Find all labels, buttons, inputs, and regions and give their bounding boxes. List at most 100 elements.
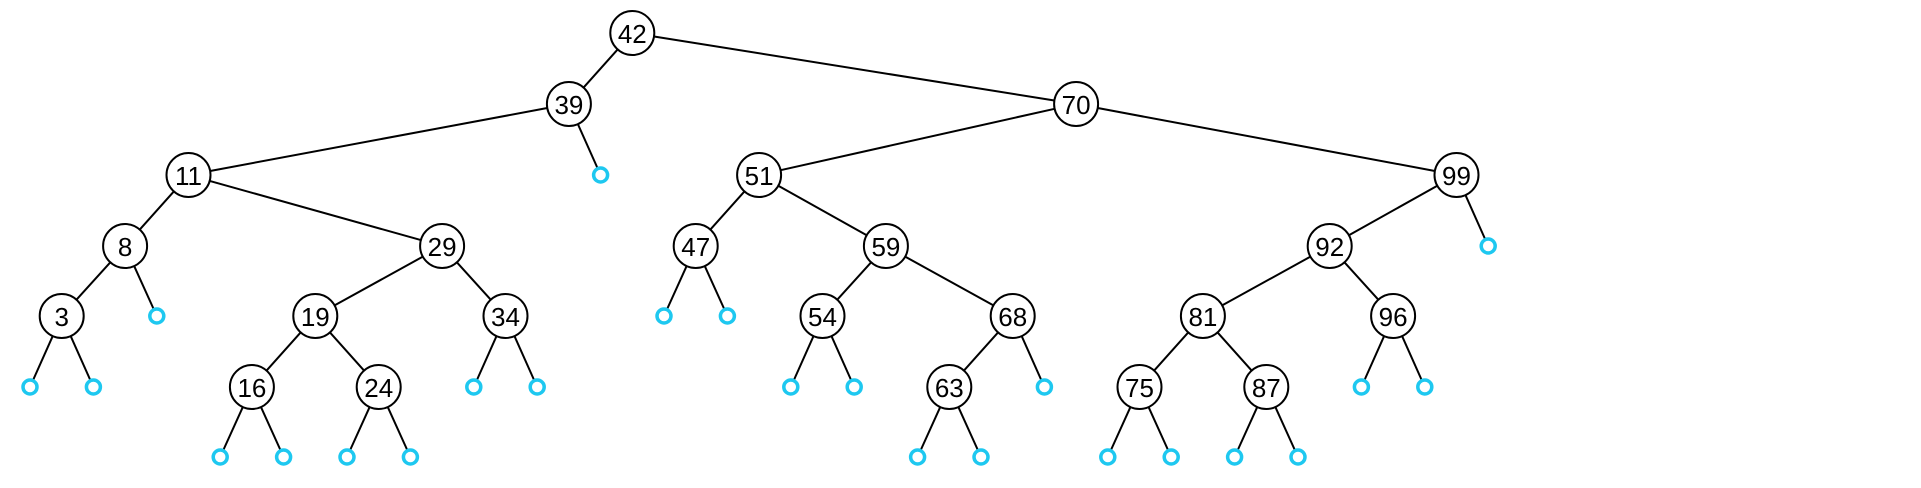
null-leaf-icon — [718, 307, 737, 325]
tree-node-81: 81 — [1179, 293, 1226, 339]
node-key-label: 51 — [745, 161, 774, 191]
node-key-label: 99 — [1442, 161, 1471, 191]
null-leaf-icon — [1479, 237, 1497, 255]
node-key-label: 75 — [1125, 373, 1154, 403]
null-leaf-icon — [528, 378, 546, 396]
tree-edge-39-right — [576, 123, 599, 170]
tree-node-96: 96 — [1370, 293, 1417, 339]
null-leaf-icon — [211, 448, 229, 466]
node-key-label: 3 — [54, 302, 68, 332]
tree-edge-16-left — [222, 406, 244, 452]
tree-node-51: 51 — [736, 152, 783, 198]
tree-edge-59-right — [904, 255, 994, 307]
tree-edge-34-left — [475, 335, 498, 382]
tree-edge-24-left — [348, 406, 371, 452]
tree-edge-96-left — [1363, 335, 1386, 382]
node-key-label: 47 — [681, 232, 710, 262]
node-key-label: 68 — [998, 302, 1027, 332]
node-key-label: 92 — [1315, 232, 1344, 262]
tree-node-19: 19 — [292, 293, 339, 339]
null-leaf-icon — [972, 448, 990, 466]
node-key-label: 39 — [554, 90, 583, 120]
tree-edge-19-left — [265, 331, 302, 372]
tree-node-16: 16 — [228, 364, 275, 410]
null-leaf-icon — [1416, 378, 1434, 396]
tree-node-42: 42 — [609, 10, 656, 56]
tree-edge-54-right — [830, 335, 853, 382]
tree-node-54: 54 — [799, 293, 846, 339]
tree-node-63: 63 — [926, 364, 973, 410]
null-leaf-icon — [274, 448, 293, 466]
null-leaf-icon — [465, 378, 483, 396]
node-key-label: 29 — [428, 232, 457, 262]
tree-edge-11-right — [209, 179, 422, 242]
node-key-label: 54 — [808, 302, 837, 332]
tree-edges — [31, 35, 1487, 452]
node-circle — [228, 364, 275, 410]
tree-node-8: 8 — [102, 223, 149, 269]
null-leaf-icon — [1352, 378, 1371, 396]
tree-edge-87-left — [1236, 406, 1259, 452]
tree-edge-59-left — [836, 261, 872, 301]
tree-edge-51-right — [777, 184, 868, 237]
tree-edge-87-right — [1274, 406, 1297, 452]
node-circle — [1053, 81, 1100, 127]
node-circle — [926, 364, 973, 410]
null-leaf-icon — [1225, 448, 1244, 466]
node-circle — [419, 223, 466, 269]
tree-node-34: 34 — [482, 293, 529, 339]
node-key-label: 19 — [301, 302, 330, 332]
tree-edge-19-right — [329, 331, 365, 372]
tree-edge-29-left — [334, 255, 424, 307]
tree-node-29: 29 — [419, 223, 466, 269]
node-circle — [1116, 364, 1163, 410]
tree-edge-63-right — [957, 406, 980, 452]
null-leaf-icon — [1035, 378, 1054, 396]
tree-edge-63-left — [919, 406, 942, 452]
tree-edge-47-right — [703, 265, 726, 311]
null-leaf-icon — [845, 378, 863, 396]
tree-edge-16-right — [260, 406, 282, 452]
tree-edge-42-right — [653, 35, 1055, 102]
tree-node-11: 11 — [165, 152, 212, 198]
null-leaf-icon — [1162, 448, 1180, 466]
node-key-label: 96 — [1379, 302, 1408, 332]
node-circle — [1179, 293, 1226, 339]
node-circle — [1243, 364, 1290, 410]
node-circle — [736, 152, 783, 198]
tree-node-92: 92 — [1306, 223, 1353, 269]
tree-edge-39-left — [209, 107, 548, 172]
tree-edge-51-left — [709, 190, 746, 231]
node-circle — [989, 293, 1036, 339]
tree-node-59: 59 — [862, 223, 909, 269]
null-leaf-icon — [1289, 448, 1307, 466]
node-circle — [292, 293, 339, 339]
tree-edge-92-left — [1221, 255, 1311, 307]
node-key-label: 16 — [237, 373, 266, 403]
node-circle — [1306, 223, 1353, 269]
node-circle — [672, 223, 719, 269]
tree-edge-92-right — [1343, 261, 1380, 301]
null-leaf-icon — [1099, 448, 1117, 466]
null-leaf-icon — [908, 448, 927, 466]
node-circle — [862, 223, 909, 269]
tree-edge-8-right — [133, 265, 155, 311]
node-key-label: 11 — [175, 161, 202, 191]
null-leaves — [21, 166, 1497, 466]
tree-edge-47-left — [665, 265, 688, 311]
tree-node-3: 3 — [38, 293, 85, 339]
node-circle — [482, 293, 529, 339]
tree-edge-24-right — [386, 406, 409, 452]
node-circle — [545, 81, 592, 127]
node-circle — [355, 364, 402, 410]
null-leaf-icon — [21, 378, 39, 396]
node-circle — [38, 293, 85, 339]
node-key-label: 63 — [935, 373, 964, 403]
tree-edge-29-right — [456, 261, 492, 301]
tree-node-99: 99 — [1433, 152, 1480, 198]
node-key-label: 70 — [1062, 90, 1091, 120]
null-leaf-icon — [148, 307, 166, 325]
tree-edge-75-left — [1109, 406, 1132, 452]
node-circle — [1433, 152, 1480, 198]
null-leaf-icon — [782, 378, 800, 396]
